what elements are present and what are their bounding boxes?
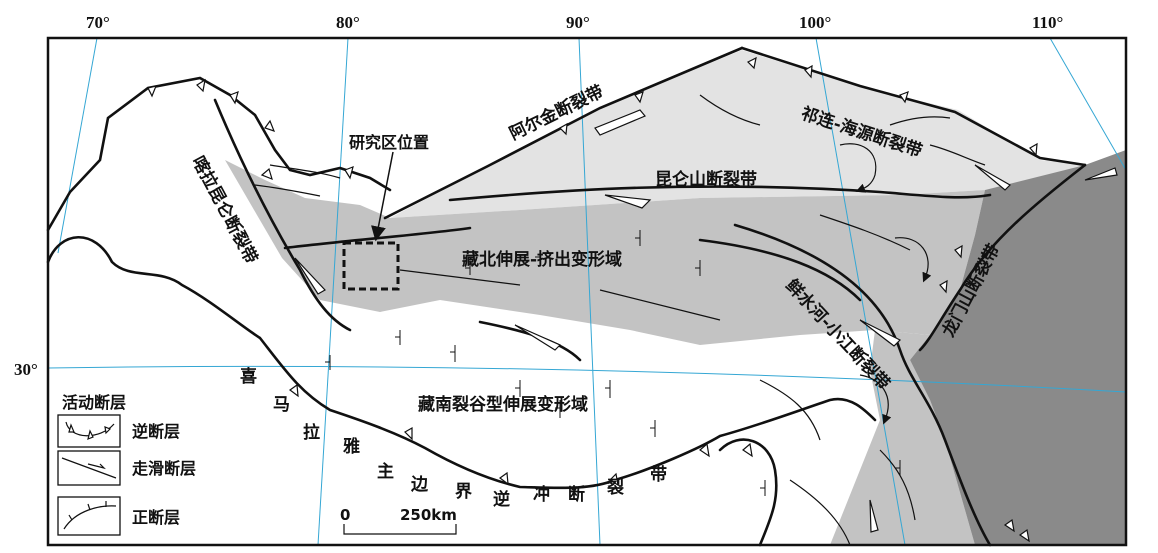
- study-area-arrow: [371, 151, 394, 242]
- thrust-teeth: [147, 56, 1038, 543]
- himalaya-label-char: 带: [650, 464, 667, 485]
- north-domain-label: 藏北伸展-挤出变形域: [462, 249, 622, 270]
- minor-faults: [254, 94, 986, 546]
- legend-strike-slip-label: 走滑断层: [131, 459, 196, 478]
- longitude-label-70: 70°: [86, 13, 110, 32]
- scale-bar-end: 250km: [400, 506, 457, 524]
- himalaya-label-char: 边: [410, 475, 429, 495]
- legend-normal-label: 正断层: [132, 508, 180, 527]
- himalaya-label-char: 界: [455, 482, 472, 502]
- western-syntaxis-fault: [46, 76, 392, 232]
- strike-slip-arrows: [294, 109, 1118, 533]
- himalaya-label-char: 裂: [606, 477, 624, 498]
- longitude-label-110: 110°: [1032, 13, 1063, 32]
- himalaya-label-char: 马: [273, 395, 290, 415]
- longitude-label-80: 80°: [336, 13, 360, 32]
- longmenshan-fault: [918, 163, 1087, 352]
- thrust-fault-icon: [65, 421, 115, 437]
- east-dark-block: [910, 150, 1126, 545]
- strike-slip-fault-symbol: [57, 450, 121, 486]
- study-area-box: [342, 241, 400, 291]
- north-domain-light-zone: [390, 50, 1085, 218]
- longitude-label-100: 100°: [799, 13, 831, 32]
- himalaya-label-char: 冲: [533, 484, 550, 505]
- scale-bar-start: 0: [340, 506, 350, 524]
- kalakunlun-fault: [213, 98, 352, 332]
- major-faults: [46, 46, 1087, 547]
- kalakunlun-fault-label: 喀拉昆仑断裂带: [188, 152, 262, 267]
- rotation-arrows: [839, 143, 932, 425]
- himalaya-label-char: 雅: [342, 436, 360, 457]
- central-tibet-fault-2: [478, 320, 582, 362]
- north-domain-mid-zone: [225, 160, 985, 345]
- scale-bar: 0 250km: [340, 506, 457, 535]
- main-boundary-thrust-fault: [46, 236, 877, 490]
- study-area-label: 研究区位置: [349, 133, 429, 152]
- himalaya-label-char: 逆: [493, 489, 510, 510]
- central-tibet-fault-3: [698, 238, 862, 302]
- himalaya-label-char: 喜: [240, 367, 257, 387]
- xianshuihe-fault: [733, 223, 992, 547]
- himalaya-label-char: 主: [377, 461, 394, 482]
- longitude-label-90: 90°: [566, 13, 590, 32]
- legend-title: 活动断层: [62, 393, 126, 412]
- south-domain-label: 藏南裂谷型伸展变形域: [418, 394, 588, 415]
- legend: 活动断层 逆断层 走滑断层 正断层: [57, 393, 196, 536]
- himalaya-label-char: 断: [568, 484, 585, 505]
- legend-thrust-label: 逆断层: [132, 422, 180, 441]
- sichuan-yunnan-gray-corridor: [830, 330, 975, 545]
- himalaya-label-char: 拉: [303, 422, 320, 443]
- normal-fault-symbol: [57, 496, 121, 536]
- kunlun-fault-label: 昆仑山断裂带: [655, 169, 757, 190]
- altyn-fault: [383, 46, 744, 220]
- normal-fault-ticks: [325, 230, 901, 496]
- qilian-fault: [740, 46, 1087, 167]
- thrust-fault-symbol: [57, 414, 121, 448]
- normal-fault-icon: [63, 501, 117, 530]
- map-frame: [46, 36, 1128, 547]
- kunlun-fault: [448, 185, 992, 202]
- strike-slip-fault-icon: [61, 457, 117, 479]
- south-tibet-fault: [718, 438, 778, 547]
- latitude-label-30: 30°: [14, 360, 38, 379]
- himalaya-fault-label: 喜 马 拉 雅 主 边 界 逆 冲 断 裂 带: [240, 367, 667, 510]
